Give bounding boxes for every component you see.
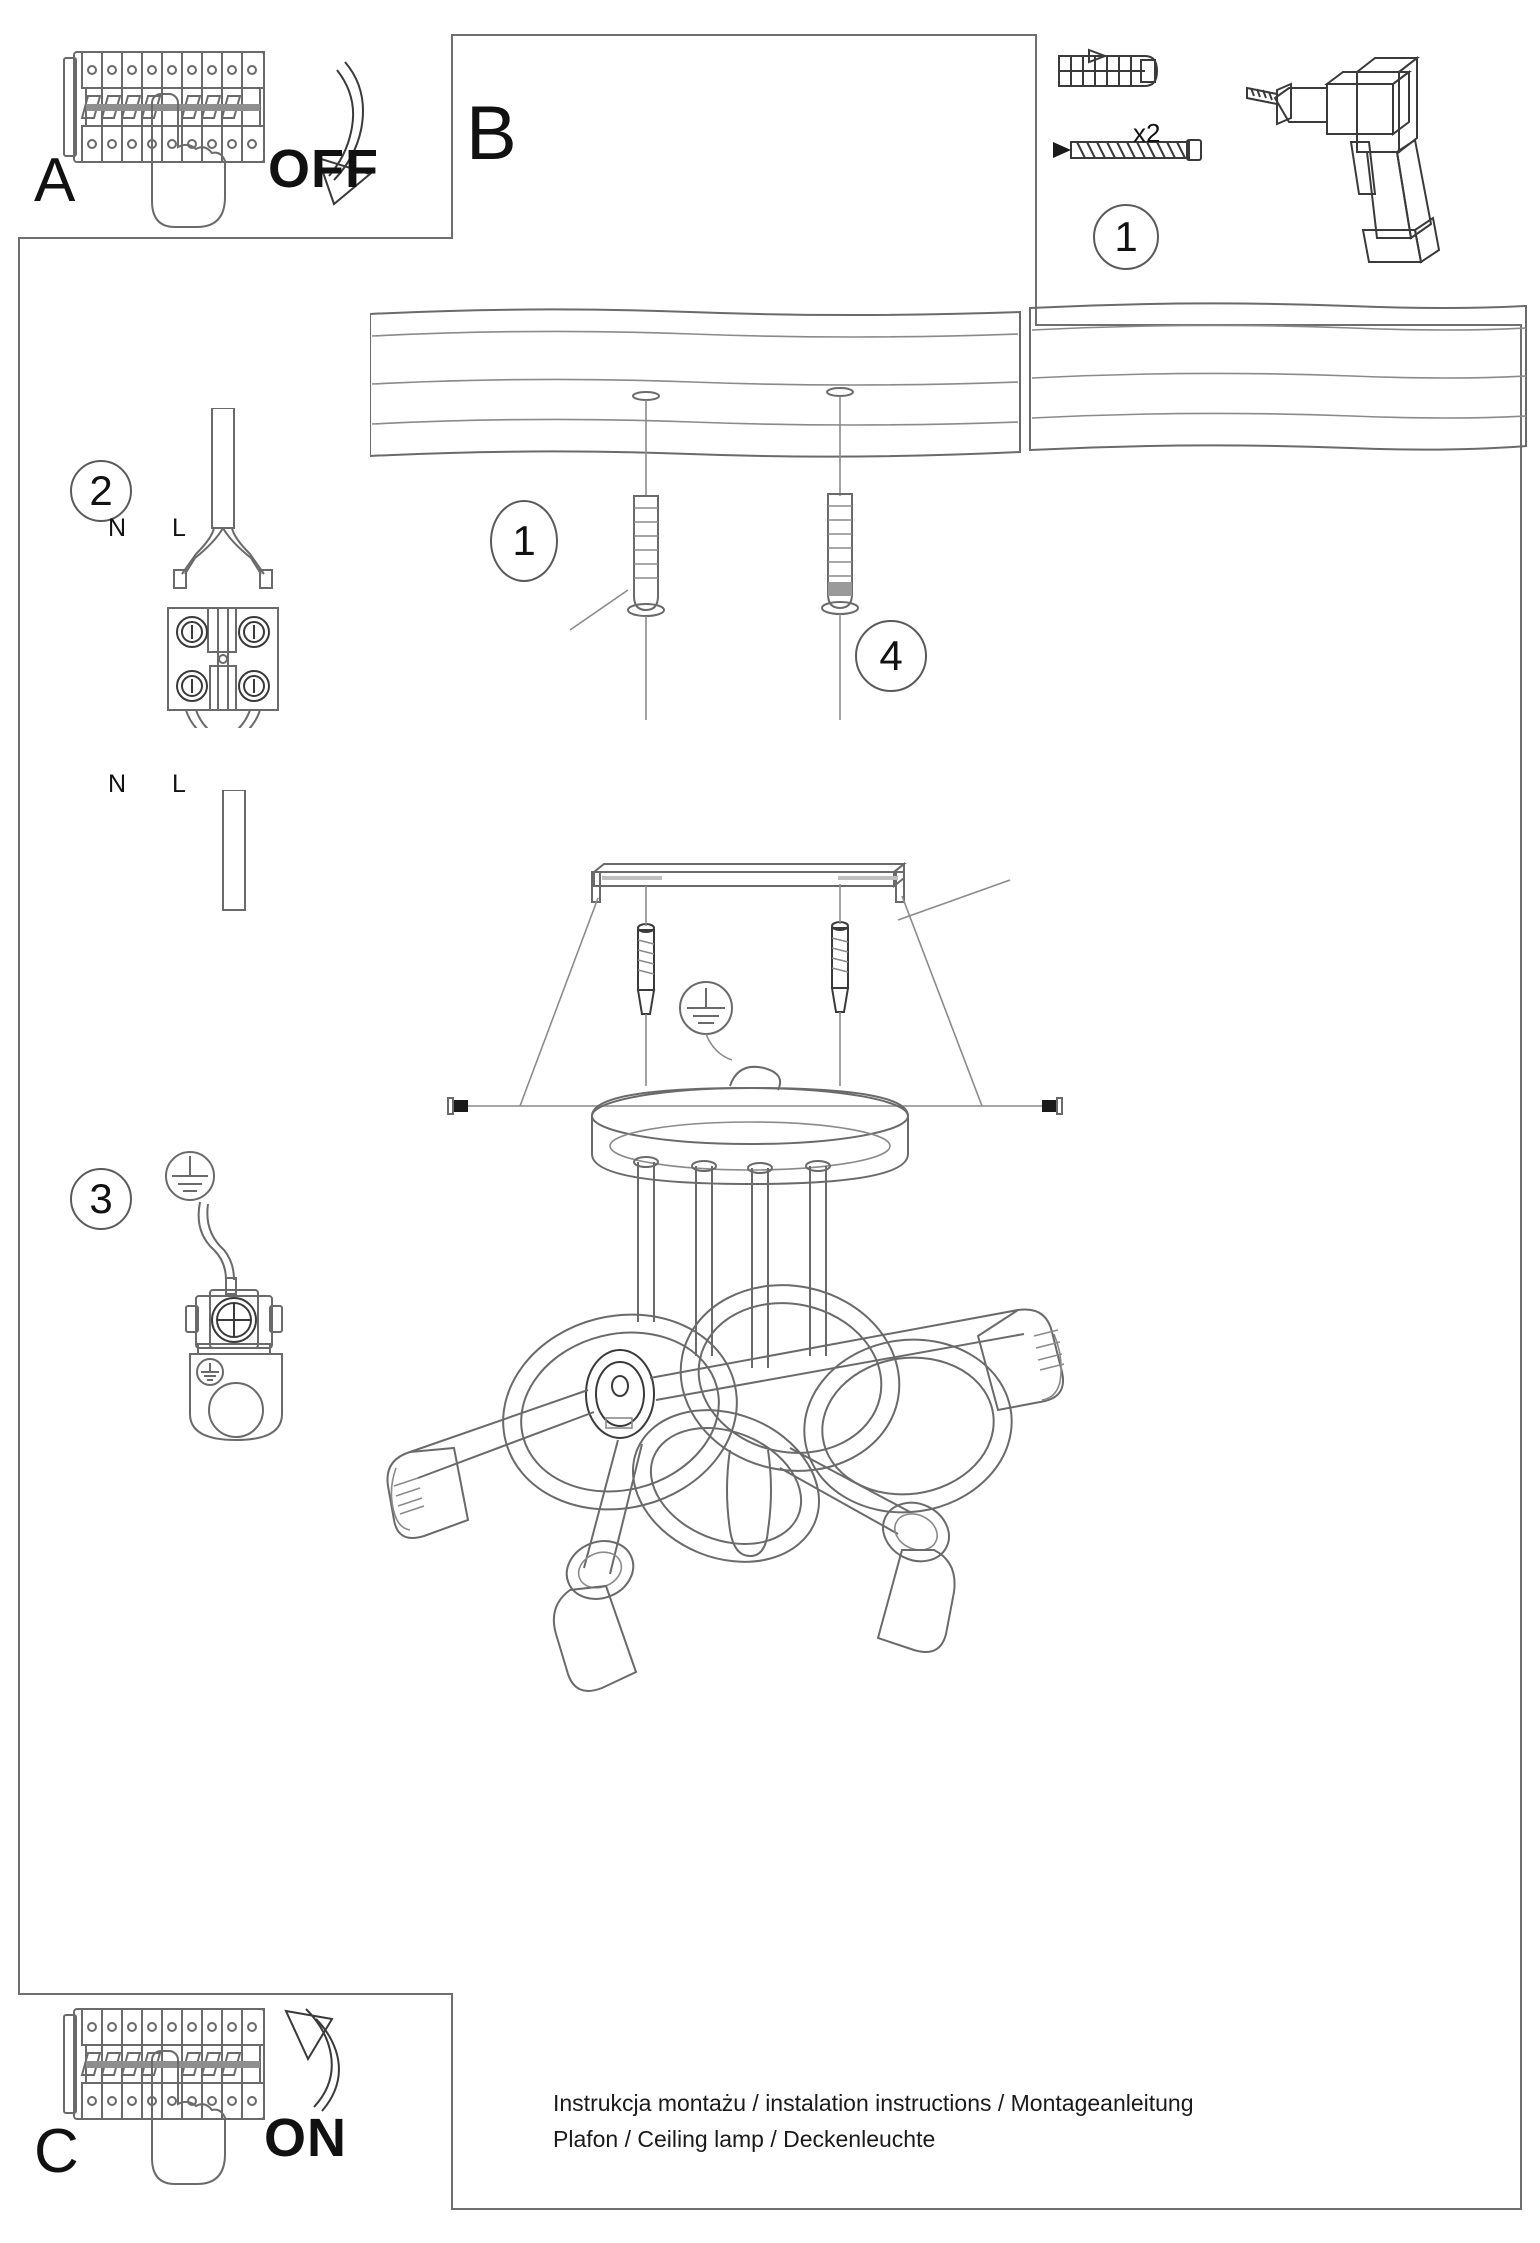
footer-line-1: Instrukcja montażu / instalation instruc… <box>553 2090 1194 2116</box>
panel-a-action-label: OFF <box>268 139 379 199</box>
embossed-ground-icon <box>196 1358 224 1386</box>
shade-fixing-bolt-left-icon <box>447 1097 468 1115</box>
page-border <box>18 34 1522 2210</box>
wood-screw-icon <box>1053 139 1202 161</box>
breaker-on-illustration <box>63 2008 340 2185</box>
lamp-arm-lower-left-icon <box>552 1439 643 1692</box>
footer-text: Instrukcja montażu / instalation instruc… <box>553 2086 1453 2157</box>
panel-c-power-on: C ON <box>18 1993 453 2210</box>
step-badge-4-lamp: 4 <box>855 620 927 692</box>
drill-chuck-icon <box>1276 82 1292 126</box>
panel-a-power-off: A OFF <box>18 34 453 239</box>
footer-line-2: Plafon / Ceiling lamp / Deckenleuchte <box>553 2125 936 2152</box>
hand-pointing-icon <box>151 2050 226 2185</box>
wall-plug-dowel-icon <box>1058 48 1159 87</box>
cable-lower-icon <box>222 790 246 911</box>
ceiling-anchor-holes-icon <box>632 387 854 496</box>
lamp-hub-icon <box>585 1349 655 1439</box>
lamp-arm-left-icon <box>386 1389 595 1539</box>
panel-c-action-label: ON <box>264 2108 347 2168</box>
quantity-label: x2 <box>1133 118 1161 148</box>
lamp-arm-right-icon <box>649 1308 1065 1412</box>
panel-a-letter: A <box>34 146 76 215</box>
hand-pointing-icon <box>151 93 226 228</box>
lamp-loop-rings-icon <box>502 1284 1013 1563</box>
terminal-block-icon <box>167 408 279 728</box>
wall-plug-right-icon <box>821 493 859 720</box>
main-assembly-illustration <box>370 302 1527 1692</box>
ceiling-slab-icon <box>370 302 1527 458</box>
tools-illustration <box>1053 48 1441 264</box>
callout-4-leader <box>897 879 1011 921</box>
terminal-label-bottom-right: L <box>172 770 186 798</box>
shade-fixing-bolt-right-icon <box>1042 1097 1063 1115</box>
curved-arrow-down-icon <box>316 61 373 206</box>
curved-arrow-up-icon <box>284 2008 340 2112</box>
panel-tools-and-hardware: x2 1 <box>1035 34 1522 326</box>
panel-c-letter: C <box>34 2117 79 2186</box>
earth-ground-icon <box>165 1151 215 1201</box>
step-badge-1-ceiling: 1 <box>490 500 558 582</box>
step-badge-3: 3 <box>70 1168 132 1230</box>
lamp-center-drop-icon <box>726 1449 772 1558</box>
mounting-bracket-icon <box>591 861 907 903</box>
terminal-label-top-right: L <box>172 514 186 542</box>
wall-plug-left-icon <box>627 495 665 720</box>
lamp-rods-icon <box>633 1156 831 1368</box>
breaker-off-illustration <box>63 51 373 228</box>
shade-outline-icon <box>462 895 1050 1107</box>
callout-1-leader <box>569 589 629 631</box>
earth-ground-terminal-icon <box>165 1151 283 1442</box>
terminal-label-top-left: N <box>108 514 127 542</box>
circuit-breaker-panel-icon <box>63 2008 265 2120</box>
circuit-breaker-panel-icon <box>63 51 265 163</box>
mounting-screw-left-icon <box>636 886 656 1086</box>
earth-ground-badge-icon <box>679 981 733 1061</box>
terminal-label-bottom-left: N <box>108 770 127 798</box>
panel-b-letter: B <box>466 91 517 176</box>
power-drill-icon <box>1246 55 1441 264</box>
mounting-screw-right-icon <box>830 884 850 1086</box>
step-badge-1-tools: 1 <box>1093 204 1159 270</box>
step-badge-2: 2 <box>70 460 132 522</box>
lamp-arm-lower-right-icon <box>779 1447 956 1653</box>
